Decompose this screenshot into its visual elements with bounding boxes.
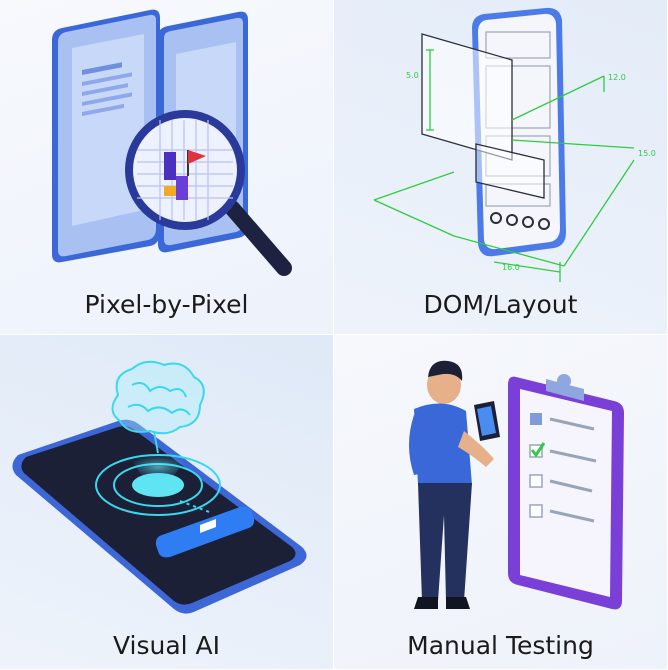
tester-clipboard-icon bbox=[409, 360, 624, 610]
ai-brain-phone-icon bbox=[12, 360, 307, 614]
tile-label: Visual AI bbox=[112, 631, 221, 660]
grid-divider-vertical bbox=[333, 0, 334, 670]
clipboard bbox=[508, 374, 624, 610]
phone-flat bbox=[12, 419, 307, 614]
tile-visual-ai: Visual AI bbox=[0, 335, 333, 669]
tile-manual-testing: Manual Testing bbox=[334, 335, 667, 669]
checklist bbox=[529, 413, 597, 523]
magnifying-glass bbox=[125, 110, 292, 276]
action-button bbox=[155, 506, 255, 558]
brain-hologram bbox=[111, 360, 205, 454]
tile-label: DOM/Layout bbox=[423, 290, 578, 319]
tile-label: Pixel-by-Pixel bbox=[84, 290, 249, 319]
measure-lines bbox=[373, 49, 635, 282]
magnifier-phones-icon bbox=[52, 9, 292, 276]
dim-label-1: 5.0 bbox=[406, 71, 419, 80]
grid-divider-horizontal bbox=[0, 334, 668, 335]
dim-label-4: 16.0 bbox=[502, 263, 520, 272]
dim-label-3: 15.0 bbox=[638, 149, 656, 158]
dim-label-2: 12.0 bbox=[608, 73, 626, 82]
layout-measure-icon: 5.0 12.0 15.0 16.0 bbox=[373, 7, 656, 282]
tester-person bbox=[409, 360, 500, 609]
tile-pixel-by-pixel: Pixel-by-Pixel bbox=[0, 0, 333, 334]
tile-dom-layout: 5.0 12.0 15.0 16.0 DOM/Layout bbox=[334, 0, 667, 334]
tile-label: Manual Testing bbox=[407, 631, 594, 660]
